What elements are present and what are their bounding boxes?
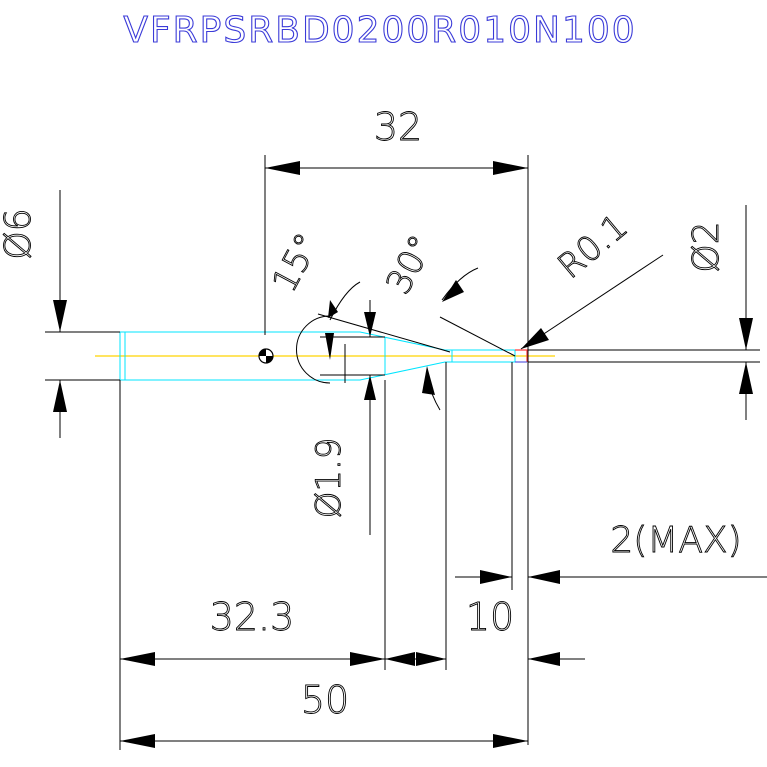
dim-tip-angle: 30° <box>378 229 442 301</box>
dim-shank-to-taper: 32.3 <box>210 595 295 639</box>
reference-point-icon <box>258 348 274 364</box>
tip-radius <box>515 349 528 362</box>
dim-cutter-diameter: Ø2 <box>686 221 727 272</box>
dim-corner-radius: R0.1 <box>550 206 635 287</box>
dim-overall-length: 50 <box>301 678 349 722</box>
dim-max-depth: 2(MAX) <box>610 520 741 561</box>
dimension-lines <box>45 155 767 750</box>
dim-flute-length: 10 <box>466 595 514 639</box>
dim-neck-diameter: Ø1.9 <box>309 438 349 519</box>
part-number-title: VFRPSRBD0200R010N100 <box>123 10 636 51</box>
dim-shank-diameter: Ø6 <box>0 208 39 259</box>
dim-taper-angle: 15° <box>264 227 328 299</box>
dim-reference-length: 32 <box>374 105 422 149</box>
